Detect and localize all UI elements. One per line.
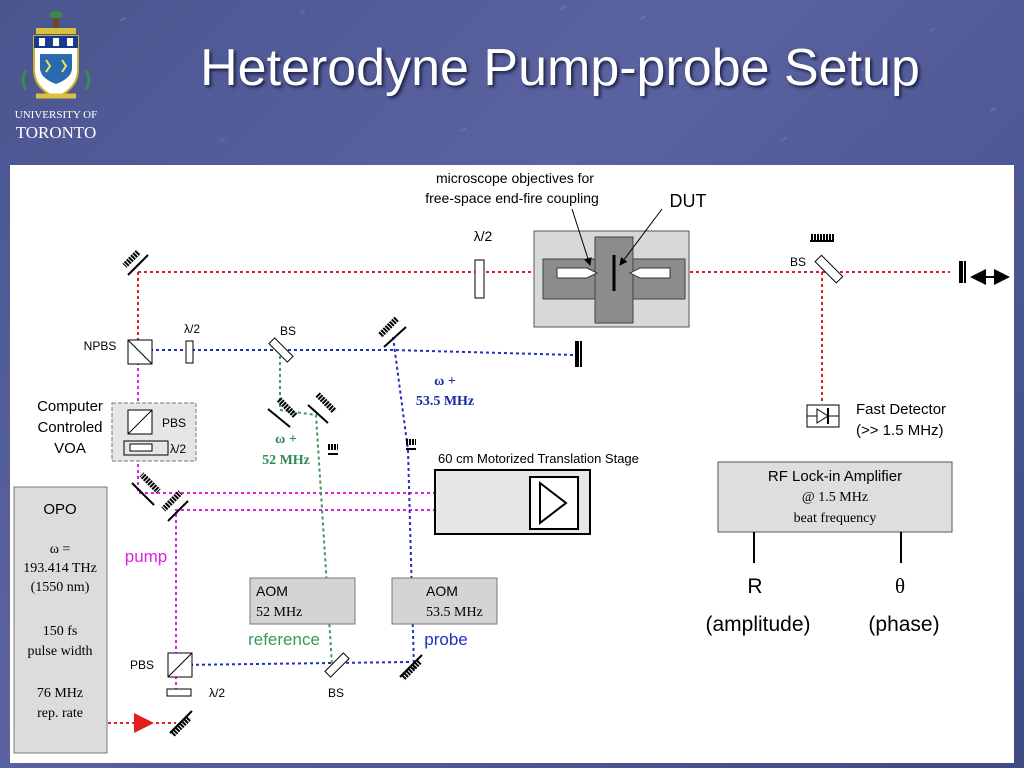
retroreflector-prism-icon [539,480,568,526]
bs-top-right-label: BS [790,255,806,269]
mirror-probe-upper [377,316,407,348]
mirror-reference-left [267,396,298,428]
bs-bottom [324,652,350,678]
npbs-label: NPBS [84,339,117,353]
setup-diagram-panel: microscope objectives for free-space end… [10,165,1014,763]
aom-reference [249,577,356,625]
voa-halfwave-plate [129,443,153,452]
omega-probe-line1: ω + [434,374,456,389]
aom1-label-line1: AOM [256,583,288,599]
mirror-reference-right [307,392,337,424]
microscope-pointer [571,208,592,266]
aom2-label-line2: 53.5 MHz [426,605,483,620]
reference-beam-path [279,350,333,666]
omega-ref-line1: ω + [275,432,297,447]
bs-bottom-label: BS [328,686,344,700]
mirror-probe-far [575,341,583,367]
university-name-line2: TORONTO [15,123,97,142]
main-beam-path [137,271,950,401]
retroreflector-probe [406,439,416,450]
mirror-pump-lower [161,490,189,522]
opo-wavelength: (1550 nm) [31,580,90,595]
mirror-top-right [810,234,834,242]
voa-label-line1: Computer [37,398,103,415]
npbs-cube [127,339,153,365]
lockin-label-line1: RF Lock-in Amplifier [768,468,902,485]
reference-label: reference [248,630,320,649]
halfwave-plate-mid [185,340,194,364]
retroreflector-stage [529,476,579,530]
voa-label-line3: VOA [54,440,86,457]
bs-mid [268,337,294,363]
omega-probe-line2: 53.5 MHz [416,394,474,409]
aom2-label-line1: AOM [426,583,458,599]
fast-detector-icon [806,404,840,428]
aom-probe [391,577,498,625]
opo-omega: ω = [50,542,71,557]
dut-pointer [619,208,663,266]
opo-title: OPO [43,501,76,518]
halfwave-plate-top [474,259,485,299]
voa-box [111,402,197,462]
dut-assembly [533,230,690,328]
lockin-label-line3: beat frequency [794,511,877,526]
opo-box [13,486,108,754]
mirror-pump-upper [131,472,161,506]
microscope-label-line1: microscope objectives for [436,170,594,186]
voa-halfwave-label: λ/2 [170,442,186,456]
microscope-label-line2: free-space end-fire coupling [425,190,599,206]
phase-label: (phase) [868,613,939,636]
voa-label-line2: Controled [37,419,102,436]
omega-ref-line2: 52 MHz [262,453,310,468]
opo-pulse-line2: pulse width [28,644,93,659]
halfwave-bottom-label: λ/2 [209,686,225,700]
voa-pbs-cube [127,409,153,435]
r-symbol: R [747,575,762,598]
opo-rep-line2: rep. rate [37,706,83,721]
university-name-line1: UNIVERSITY OF [14,109,98,121]
rf-lockin-box [717,461,953,533]
opo-pulse-line1: 150 fs [43,624,78,639]
slide-title: Heterodyne Pump-probe Setup [200,39,920,97]
theta-symbol: θ [895,574,905,598]
university-logo: UNIVERSITY OF TORONTO [6,10,106,142]
university-crest-icon [21,11,91,100]
probe-label: probe [424,630,467,649]
mirror-top-left [122,249,149,276]
fast-detector-label-line2: (>> 1.5 MHz) [856,422,944,439]
opo-rep-line1: 76 MHz [37,686,83,701]
opo-frequency: 193.414 THz [23,561,97,576]
aom1-label-line2: 52 MHz [256,605,302,620]
lockin-label-line2: @ 1.5 MHz [802,490,868,505]
mirror-bottom-probe [399,654,423,681]
amplitude-label: (amplitude) [705,613,810,636]
mirror-right-end [959,261,967,283]
pump-label: pump [125,547,168,566]
halfwave-plate-bottom [166,688,192,697]
pbs-bottom-label: PBS [130,658,154,672]
fast-detector-label-line1: Fast Detector [856,401,946,418]
voa-halfwave-frame [123,440,169,456]
bs-mid-label: BS [280,324,296,338]
dut-label: DUT [670,191,707,211]
retroreflector-reference [328,444,338,455]
bs-top-right [814,254,844,284]
optical-setup-diagram: microscope objectives for free-space end… [13,170,1010,754]
voa-pbs-label: PBS [162,416,186,430]
mirror-bottom-input [169,710,193,737]
halfwave-mid-label: λ/2 [184,322,200,336]
stage-label: 60 cm Motorized Translation Stage [438,451,639,466]
pbs-bottom-cube [167,652,193,678]
halfwave-top-label: λ/2 [474,228,493,244]
